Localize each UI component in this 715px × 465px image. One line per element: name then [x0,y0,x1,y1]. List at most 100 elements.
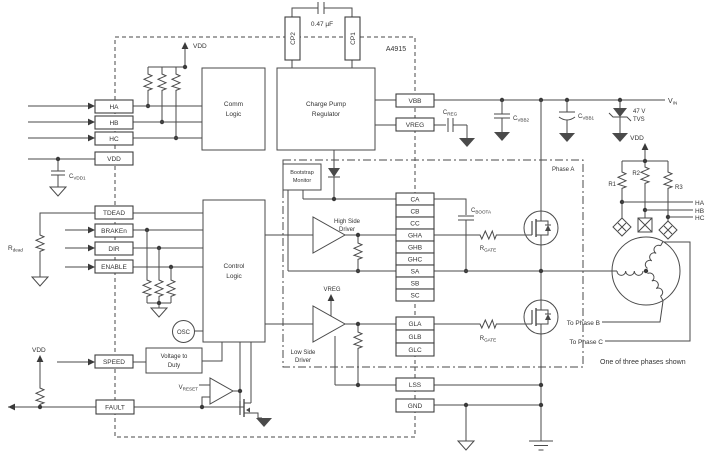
cp-cap-label: 0.47 µF [311,21,333,28]
pin-vbb-label: VBB [408,98,421,105]
fault-pullup: VDD [32,347,46,410]
vdd-fault-label: VDD [32,347,46,354]
hall-sensor-3 [658,220,678,240]
creg-label: CREG [443,110,458,117]
pin-cc-label: CC [410,221,420,228]
pin-vreg: VREG [395,117,435,132]
speed-input-arrow-icon [88,358,95,366]
phase-a-label: Phase A [552,167,574,173]
to-phase-b-label: To Phase B [567,320,600,327]
block-bootstrap-monitor: Bootstrap Monitor [282,163,322,191]
pin-sa: SA [395,264,435,278]
capacitor-cvbb2: CVBB2 [494,100,530,141]
pin-dir-label: DIR [108,246,120,253]
pin-hc: HC [94,131,134,146]
mosfet-low-side [523,299,559,335]
tvs-label-line1: 47 V [633,109,645,115]
cboota-label: CBOOTA [471,208,492,215]
pin-sb-label: SB [411,281,420,288]
comm-logic-label-2: Logic [226,111,242,118]
bootstrap-diode [328,150,340,199]
hc-input-arrow-icon [88,134,95,142]
pin-gnd-label: GND [408,403,423,410]
hall-input-pullups: VDD [143,42,207,141]
vreg-arrow-label: VREG [323,287,340,293]
r2-label: R2 [632,171,640,177]
block-voltage-to-duty: Voltage to Duty [145,347,203,374]
high-side-driver: High Side Driver [265,216,396,274]
hall-pullup-network: VDD R1 R2 R3 HA HB HC [608,135,704,222]
vdd-arrow-icon [181,42,189,49]
block-comm-logic: Comm Logic [201,67,266,151]
block-charge-pump: Charge Pump Regulator [276,67,376,151]
vreset-label: VRESET [179,385,199,392]
pin-cp1: CP1 [344,16,361,61]
pin-braken-label: BRAKEn [101,228,127,235]
ls-driver-label-1: Low Side [291,350,316,356]
pin-speed: SPEED [94,354,134,369]
pin-speed-label: SPEED [103,359,125,366]
ground-icon [256,418,272,427]
pin-glb: GLB [395,329,435,344]
resistor-icon [353,329,363,351]
hall-sensor-2 [637,217,653,233]
ground-icon [457,440,475,451]
logic-input-wires [133,105,203,363]
vdd-top-label: VDD [193,43,207,50]
fault-output-arrow-icon [8,403,15,411]
volt-duty-wires [194,330,223,362]
charge-pump-label-1: Charge Pump [306,101,346,108]
bootstrap-label-1: Bootstrap [290,170,314,176]
bldc-motor: To Phase B To Phase C [567,236,691,346]
hall-hc-label: HC [695,215,705,222]
vreg-supply-arrow: VREG [323,287,341,316]
block-control-logic: Control Logic [202,199,266,343]
hs-driver-label-1: High Side [334,219,361,225]
pin-vdd: VDD [94,151,134,166]
pin-gla-label: GLA [408,321,422,328]
pin-cc: CC [395,216,435,230]
tvs-label-line2: TVS [633,117,645,123]
pin-gha: GHA [395,228,435,242]
charge-pump-cap: 0.47 µF [291,2,353,68]
cvdd1-label: CVDD1 [69,174,86,181]
pin-cb-label: CB [410,209,419,216]
earth-ground-icon [529,440,553,451]
high-side-gate-path: RGATE [434,230,526,253]
cvbb2-label: CVBB2 [513,116,530,123]
tvs-diode: 47 V TVS [608,100,645,142]
vdd-right-label: VDD [630,135,644,142]
pin-braken: BRAKEn [94,223,134,238]
ha-input-arrow-icon [88,102,95,110]
vreg-arrow-icon [327,294,335,301]
r1-label: R1 [608,182,616,188]
enable-input-arrow-icon [88,263,95,271]
pin-sa-label: SA [411,269,420,276]
hall-ha-label: HA [695,200,705,207]
pin-fault-label: FAULT [105,405,125,412]
block-oscillator: OSC [172,320,195,343]
r3-label: R3 [675,185,683,191]
phase-a-boundary [282,159,584,368]
comm-logic-label-1: Comm [224,101,243,108]
braken-input-arrow-icon [88,226,95,234]
one-phase-note: One of three phases shown [600,359,686,366]
pin-enable: ENABLE [94,259,134,274]
ground-icon [31,276,49,287]
rgate-hs-label: RGATE [480,246,497,253]
control-input-pulldowns [142,230,176,318]
rdead-label: Rdead [8,245,23,253]
pin-glb-label: GLB [408,334,421,341]
pin-gla: GLA [395,316,435,331]
pin-cp1-label: CP1 [350,32,357,45]
pin-glc-label: GLC [408,347,422,354]
pin-ghc-label: GHC [408,257,423,264]
phase-b-wire [602,300,664,323]
control-logic-label-2: Logic [226,273,242,280]
pin-cp2-label: CP2 [290,32,297,45]
pin-tdead-label: TDEAD [103,210,125,217]
to-phase-c-label: To Phase C [569,339,603,346]
rgate-resistor-icon [477,319,499,329]
low-side-driver: Low Side Driver [265,305,396,388]
ground-icon [612,133,628,142]
